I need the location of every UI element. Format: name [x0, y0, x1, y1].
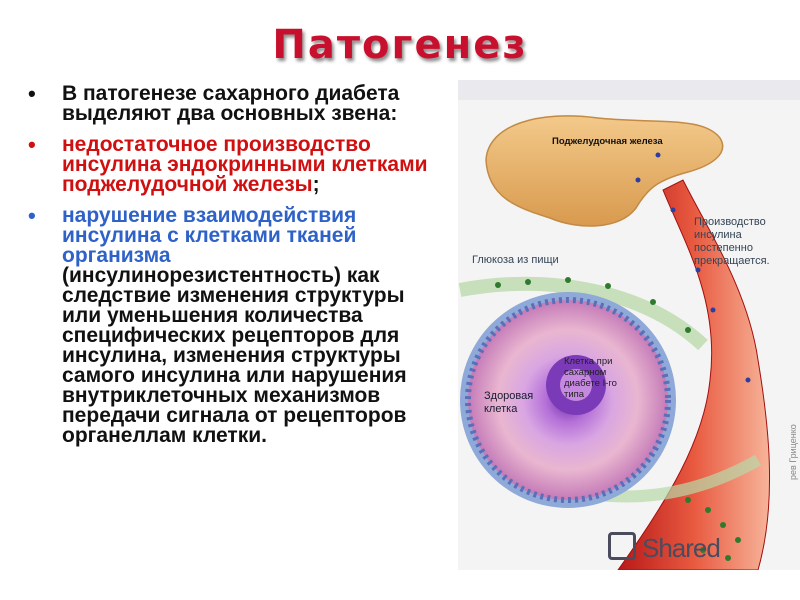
pathogenesis-illustration: Поджелудочная железа Производство инсули… [458, 80, 800, 570]
bullet-text-highlight: нарушение взаимодействия инсулина с клет… [62, 204, 357, 267]
insulin-production-label: Производство инсулина постепенно прекращ… [694, 216, 770, 267]
bullet-text: В патогенезе сахарного диабета выделяют … [62, 82, 400, 125]
bullet-dot: • [28, 81, 36, 106]
bullet-item-insulin-production: • недостаточное производство инсулина эн… [28, 132, 448, 196]
healthy-cell-label: Здоровая клетка [484, 390, 534, 415]
bullet-suffix: ; [312, 173, 320, 196]
pancreas-label: Поджелудочная железа [552, 136, 663, 147]
watermark: Shared [608, 532, 721, 564]
bullet-text: (инсулинорезистентность) как следствие и… [62, 264, 407, 447]
bullet-dot: • [28, 132, 36, 157]
bullet-item-insulin-resistance: • нарушение взаимодействия инсулина с кл… [28, 203, 448, 447]
slide-title: Патогенез [272, 22, 528, 68]
bullet-text: недостаточное производство инсулина эндо… [62, 133, 428, 196]
glucose-label: Глюкоза из пищи [472, 254, 559, 266]
watermark-text: Shared [642, 533, 721, 563]
side-credit: рев Гриценко [788, 424, 798, 480]
presentation-icon [608, 532, 636, 560]
bullet-item-intro: • В патогенезе сахарного диабета выделяю… [28, 81, 448, 125]
bullet-list: • В патогенезе сахарного диабета выделяю… [28, 81, 448, 457]
illustration-graphic [458, 80, 800, 570]
type1-cell-label: Клетка при сахарном диабете I-го типа [564, 356, 617, 400]
bullet-dot: • [28, 203, 36, 228]
